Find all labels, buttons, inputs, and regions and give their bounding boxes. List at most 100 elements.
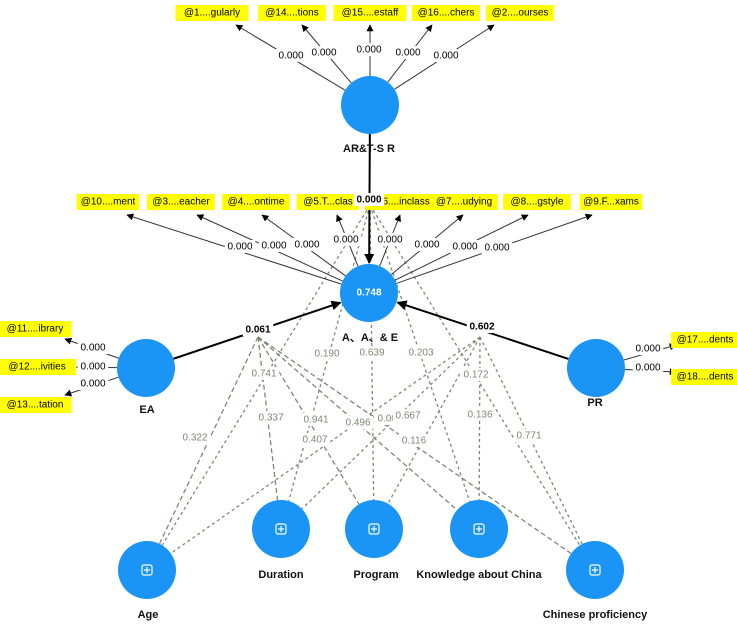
- moderation-effect-artsr-age-group: 0.741: [248, 367, 280, 380]
- construct-circle[interactable]: [117, 339, 175, 397]
- indicator-weight-aae-3: 0.000: [333, 235, 358, 246]
- construct-circle[interactable]: [341, 76, 399, 134]
- indicator-weight-ea-0: 0.000: [80, 343, 105, 354]
- construct-circle[interactable]: [567, 339, 625, 397]
- indicator-label: @8....gstyle: [511, 197, 564, 208]
- expand-icon[interactable]: [589, 564, 601, 576]
- indicator-weight-artsr-2: 0.000: [356, 45, 381, 56]
- indicator-box: [671, 332, 737, 348]
- indicator-weight-artsr-0-bg: [275, 49, 307, 62]
- moderation-effect-artsr-chinese: 0.172: [463, 370, 488, 381]
- indicator-label: @11....ibrary: [7, 324, 64, 335]
- indicator-ea-0[interactable]: @11....ibrary: [0, 321, 72, 337]
- moderation-effect-ea-knowledge-group: 0.496: [342, 416, 374, 429]
- construct-knowledge[interactable]: [450, 500, 508, 558]
- moderation-effect-pr-knowledge: 0.136: [467, 410, 492, 421]
- indicator-aae-2[interactable]: @4....ontime: [222, 194, 290, 210]
- path-coefficient-pr-aae: 0.602: [469, 322, 494, 333]
- indicator-weight-ea-2: 0.000: [80, 379, 105, 390]
- moderation-effect-artsr-duration-bg: [311, 347, 343, 360]
- path-coefficient-artsr-aae-group: 0.000: [353, 193, 385, 206]
- indicator-box: [671, 369, 737, 385]
- indicator-weight-aae-2-bg: [291, 238, 323, 251]
- indicator-weight-artsr-0: 0.000: [278, 51, 303, 62]
- construct-circle[interactable]: [340, 264, 398, 322]
- indicator-ea-1[interactable]: @12....ivities: [0, 359, 77, 375]
- moderation-effect-ea-age-group: 0.322: [179, 431, 211, 444]
- indicator-weight-aae-5: 0.000: [414, 240, 439, 251]
- indicator-artsr-4[interactable]: @2....ourses: [486, 5, 554, 21]
- moderation-effect-pr-age: 0.407: [302, 435, 327, 446]
- expand-icon[interactable]: [275, 523, 287, 535]
- indicator-artsr-0[interactable]: @1....gularly: [175, 5, 249, 21]
- indicator-weight-pr-0-bg: [632, 342, 664, 355]
- indicator-artsr-1[interactable]: @14....tions: [258, 5, 326, 21]
- construct-ea[interactable]: [117, 339, 175, 397]
- indicator-weight-artsr-4: 0.000: [433, 51, 458, 62]
- indicator-artsr-2[interactable]: @15....estaff: [333, 5, 407, 21]
- indicator-weight-aae-6-group: 0.000: [449, 240, 481, 253]
- construct-label: A、A、& E: [342, 332, 398, 344]
- expand-icon[interactable]: [141, 564, 153, 576]
- expand-icon[interactable]: [473, 523, 485, 535]
- indicator-aae-3[interactable]: @5.T...clas: [296, 194, 360, 210]
- indicator-weight-aae-3-group: 0.000: [330, 233, 362, 246]
- indicator-weight-artsr-3-bg: [392, 46, 424, 59]
- moderation-effect-ea-knowledge: 0.496: [345, 418, 370, 429]
- construct-program[interactable]: [345, 500, 403, 558]
- construct-artsr[interactable]: [341, 76, 399, 134]
- moderation-line-pr-duration: [301, 336, 481, 510]
- indicator-box: [222, 194, 290, 210]
- construct-age[interactable]: [118, 541, 176, 599]
- moderation-effect-ea-duration-group: 0.337: [255, 411, 287, 424]
- expand-icon[interactable]: [368, 523, 380, 535]
- indicator-label: @15....estaff: [342, 8, 399, 19]
- construct-duration[interactable]: [252, 500, 310, 558]
- indicator-aae-1[interactable]: @3....eacher: [147, 194, 215, 210]
- indicator-box: [333, 5, 407, 21]
- indicator-weight-artsr-3-group: 0.000: [392, 46, 424, 59]
- indicator-weight-artsr-1: 0.000: [311, 48, 336, 59]
- moderation-effect-pr-knowledge-group: 0.136: [464, 408, 496, 421]
- moderation-effect-artsr-program-bg: [356, 346, 388, 359]
- indicator-aae-6[interactable]: @8....gstyle: [503, 194, 571, 210]
- path-coefficient-artsr-aae-bg: [353, 193, 385, 206]
- moderation-effect-pr-program: 0.667: [395, 411, 420, 422]
- indicator-weight-artsr-0-group: 0.000: [275, 49, 307, 62]
- path-coefficient-ea-aae: 0.061: [245, 325, 270, 336]
- indicator-aae-7[interactable]: @9.F...xams: [579, 194, 643, 210]
- indicator-weight-ea-1-group: 0.000: [77, 360, 109, 373]
- indicator-pr-1[interactable]: @18....dents: [671, 369, 737, 385]
- indicator-weight-pr-1-bg: [632, 361, 664, 374]
- moderation-effect-artsr-knowledge: 0.203: [408, 348, 433, 359]
- construct-chinese[interactable]: [566, 541, 624, 599]
- indicator-pr-0[interactable]: @17....dents: [671, 332, 737, 348]
- indicator-weight-aae-6: 0.000: [452, 242, 477, 253]
- indicator-weight-aae-5-bg: [411, 238, 443, 251]
- indicator-weight-pr-1: 0.000: [635, 363, 660, 374]
- indicator-ea-2[interactable]: @13....tation: [0, 397, 72, 413]
- indicator-weight-aae-6-bg: [449, 240, 481, 253]
- indicator-artsr-3[interactable]: @16....chers: [412, 5, 480, 21]
- indicator-weight-artsr-4-group: 0.000: [430, 49, 462, 62]
- indicator-label: @7....udying: [436, 197, 492, 208]
- indicator-label: @16....chers: [418, 8, 475, 19]
- indicator-box: [486, 5, 554, 21]
- construct-aae[interactable]: 0.748: [340, 264, 398, 322]
- indicator-weight-aae-2-group: 0.000: [291, 238, 323, 251]
- moderation-effect-ea-program-bg: [300, 413, 332, 426]
- indicator-weight-aae-0-group: 0.000: [224, 240, 256, 253]
- indicator-weight-artsr-4-bg: [430, 49, 462, 62]
- indicator-aae-5[interactable]: @7....udying: [430, 194, 498, 210]
- moderation-effect-pr-chinese-bg: [513, 429, 545, 442]
- indicator-aae-0[interactable]: @10....ment: [76, 194, 140, 210]
- construct-label: EA: [139, 404, 154, 416]
- indicator-weight-ea-2-bg: [77, 377, 109, 390]
- moderation-effect-artsr-age: 0.741: [251, 369, 276, 380]
- construct-pr[interactable]: [567, 339, 625, 397]
- indicator-weight-aae-2: 0.000: [294, 240, 319, 251]
- indicator-weight-aae-4: 0.000: [377, 235, 402, 246]
- moderation-effect-artsr-duration-group: 0.190: [311, 347, 343, 360]
